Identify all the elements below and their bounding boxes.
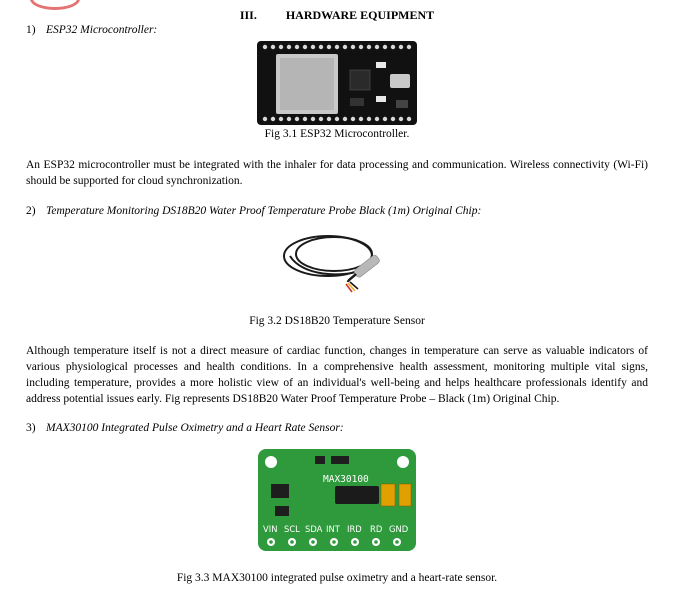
pin-label-ird: IRD — [347, 524, 362, 534]
section-title: HARDWARE EQUIPMENT — [285, 8, 435, 22]
section-number: III. — [239, 8, 257, 22]
paragraph-ds18b20: Although temperature itself is not a dir… — [26, 345, 648, 405]
subheading-esp32: 1)ESP32 Microcontroller: — [26, 24, 158, 36]
subheading-max30100: 3)MAX30100 Integrated Pulse Oximetry and… — [26, 422, 344, 434]
esp32-board-image — [257, 41, 417, 125]
caption-fig-3-2: Fig 3.2 DS18B20 Temperature Sensor — [249, 315, 425, 327]
max30100-board-image: MAX30100 VIN SCL SDA INT IRD RD GND — [258, 449, 416, 551]
caption-fig-3-1: Fig 3.1 ESP32 Microcontroller. — [264, 128, 410, 140]
pin-label-sda: SDA — [305, 524, 323, 534]
pin-label-int: INT — [326, 524, 341, 534]
pin-label-scl: SCL — [284, 524, 300, 534]
paragraph-esp32: An ESP32 microcontroller must be integra… — [26, 159, 648, 187]
pin-label-rd: RD — [370, 524, 382, 534]
figure-ds18b20 — [0, 226, 674, 306]
section-heading: III. HARDWARE EQUIPMENT — [0, 8, 674, 23]
pin-label-vin: VIN — [263, 524, 277, 534]
pin-label-gnd: GND — [389, 524, 408, 534]
figure-max30100: MAX30100 VIN SCL SDA INT IRD RD GND — [0, 448, 674, 552]
subheading-ds18b20: 2)Temperature Monitoring DS18B20 Water P… — [26, 205, 482, 217]
caption-fig-3-3: Fig 3.3 MAX30100 integrated pulse oximet… — [176, 572, 498, 584]
ds18b20-probe-image — [283, 235, 380, 293]
max-chip-label: MAX30100 — [323, 474, 369, 485]
figure-esp32 — [0, 40, 674, 126]
